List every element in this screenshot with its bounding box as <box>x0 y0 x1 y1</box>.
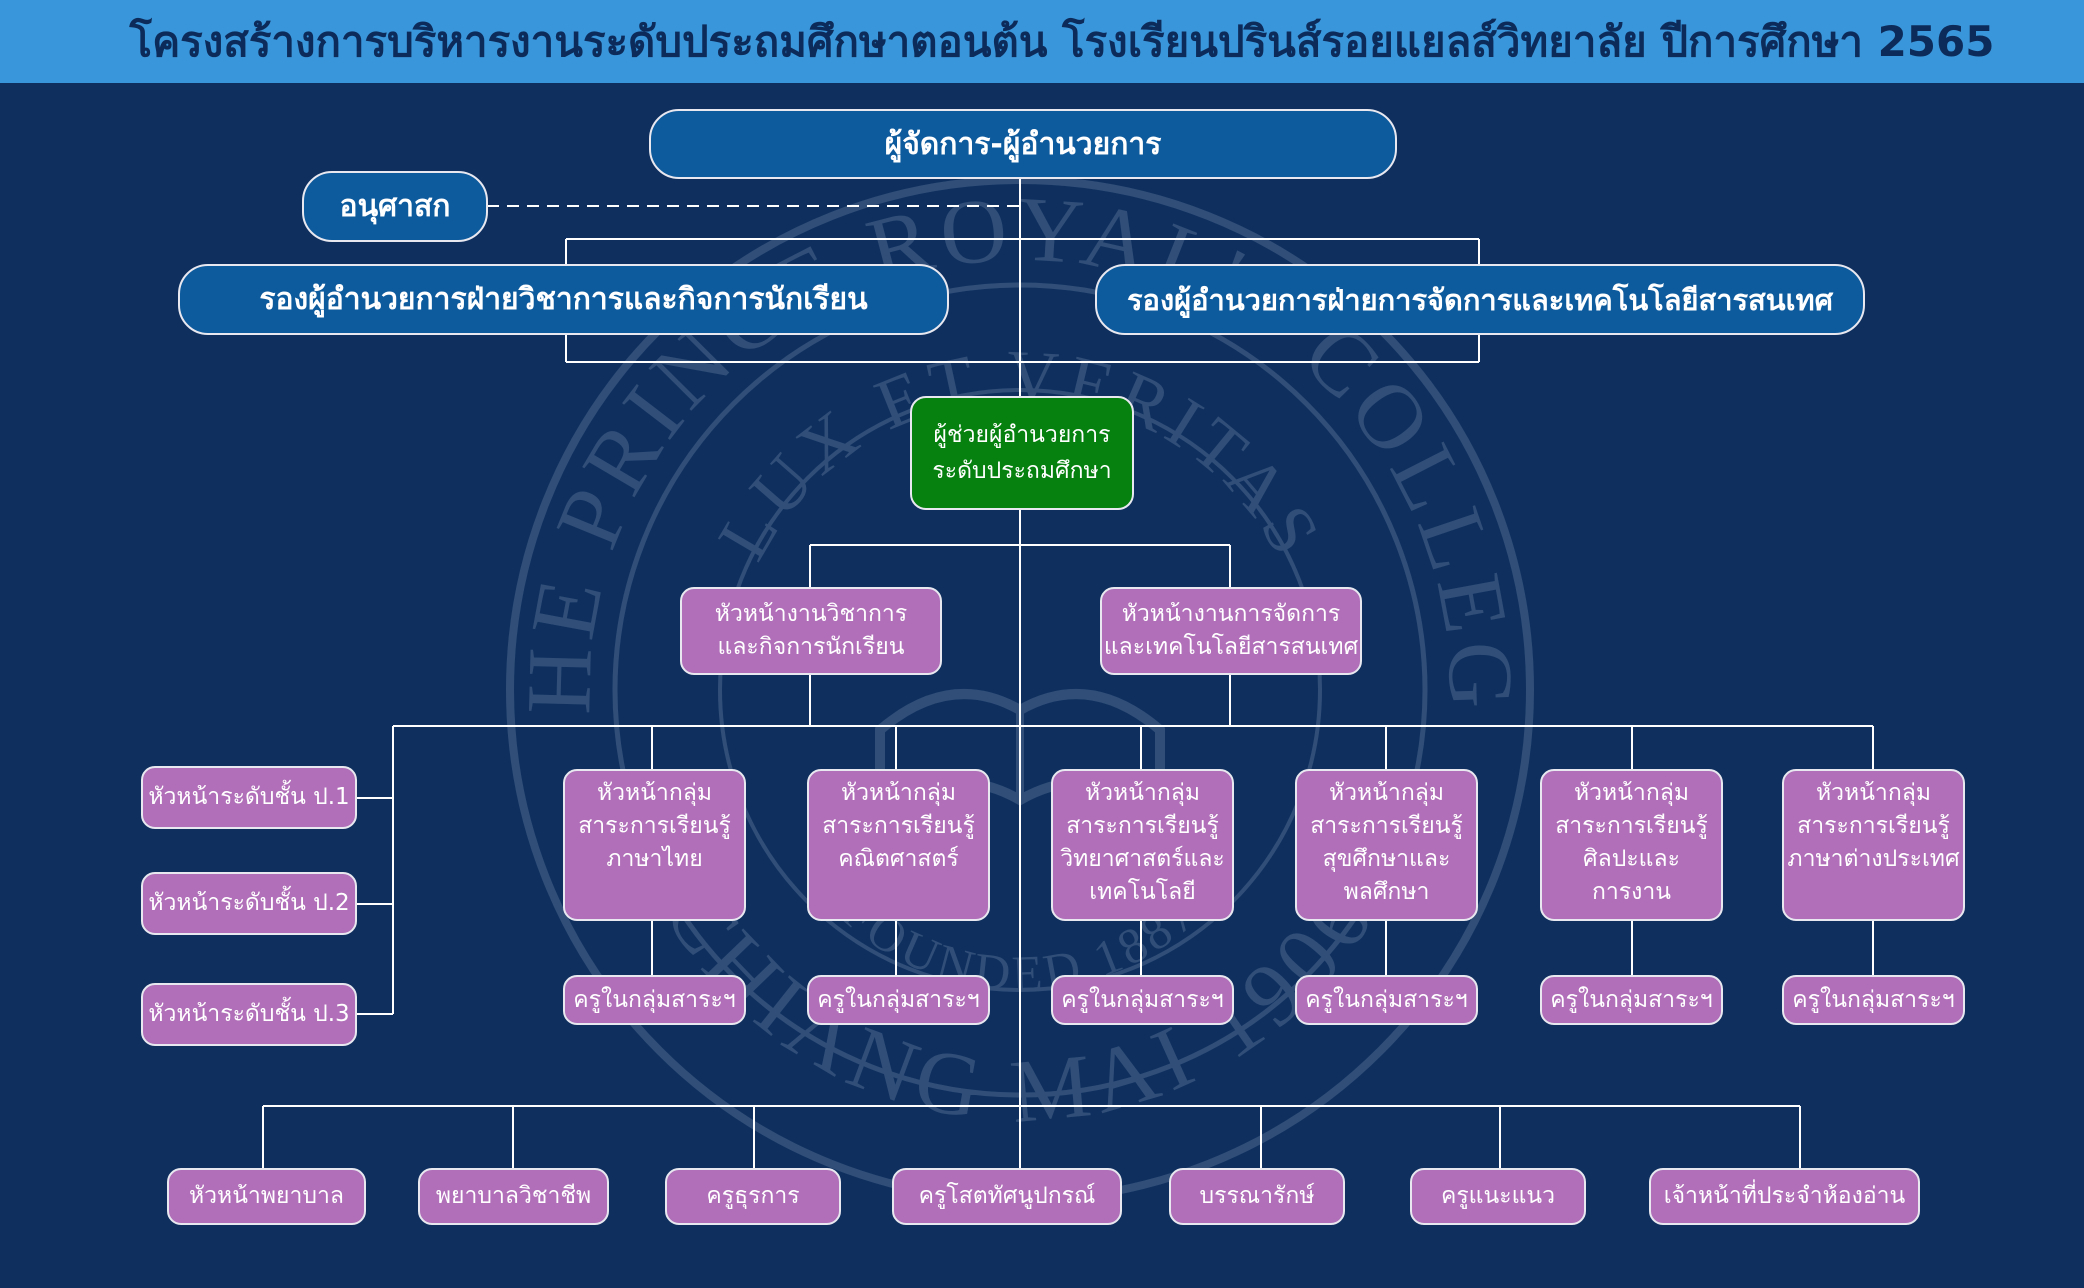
subject-group-line: หัวหน้ากลุ่ม <box>1084 780 1201 806</box>
support-staff-label: ครูธุรการ <box>706 1183 800 1209</box>
support-staff-label: ครูโสตทัศนูปกรณ์ <box>918 1183 1096 1209</box>
grade-head-p2-label: หัวหน้าระดับชั้น ป.2 <box>148 890 350 916</box>
head-management-line2: และเทคโนโลยีสารสนเทศ <box>1103 634 1359 660</box>
chaplain-label: อนุศาสก <box>339 189 451 224</box>
subject-group-line: สาระการเรียนรู้ <box>1555 813 1708 839</box>
support-admin-teacher-box[interactable]: ครูธุรการ <box>665 1168 841 1225</box>
subject-group-line: พลศึกษา <box>1343 879 1430 905</box>
subject-group-line: สุขศึกษาและ <box>1322 846 1451 872</box>
group-teachers-box[interactable]: ครูในกลุ่มสาระฯ <box>563 975 746 1025</box>
chaplain-box[interactable]: อนุศาสก <box>302 171 488 242</box>
grade-head-p1-label: หัวหน้าระดับชั้น ป.1 <box>148 784 350 810</box>
subject-group-line: สาระการเรียนรู้ <box>578 813 731 839</box>
head-academic-box[interactable]: หัวหน้างานวิชาการ และกิจการนักเรียน <box>680 587 942 675</box>
support-nurse-box[interactable]: พยาบาลวิชาชีพ <box>418 1168 609 1225</box>
subject-group-line: สาระการเรียนรู้ <box>1310 813 1463 839</box>
director-label: ผู้จัดการ-ผู้อำนวยการ <box>884 126 1162 162</box>
group-teachers-label: ครูในกลุ่มสาระฯ <box>573 986 736 1013</box>
grade-head-p3-box[interactable]: หัวหน้าระดับชั้น ป.3 <box>141 983 357 1046</box>
group-teachers-label: ครูในกลุ่มสาระฯ <box>1550 986 1713 1013</box>
group-teachers-label: ครูในกลุ่มสาระฯ <box>1792 986 1955 1013</box>
head-management-box[interactable]: หัวหน้างานการจัดการ และเทคโนโลยีสารสนเทศ <box>1100 587 1362 675</box>
support-head-nurse-box[interactable]: หัวหน้าพยาบาล <box>167 1168 366 1225</box>
grade-head-p1-box[interactable]: หัวหน้าระดับชั้น ป.1 <box>141 766 357 829</box>
deputy-academic-label: รองผู้อำนวยการฝ่ายวิชาการและกิจการนักเรี… <box>259 282 868 317</box>
subject-group-line: ศิลปะและ <box>1583 846 1680 872</box>
assistant-director-label-line2: ระดับประถมศึกษา <box>932 458 1112 484</box>
subject-group-line: ภาษาไทย <box>606 846 703 872</box>
subject-group-line: วิทยาศาสตร์และ <box>1060 846 1225 872</box>
grade-head-p3-label: หัวหน้าระดับชั้น ป.3 <box>148 1001 350 1027</box>
support-staff-label: หัวหน้าพยาบาล <box>188 1183 345 1209</box>
page-title: โครงสร้างการบริหารงานระดับประถมศึกษาตอนต… <box>129 16 1995 66</box>
title-bar: โครงสร้างการบริหารงานระดับประถมศึกษาตอนต… <box>0 0 2084 83</box>
deputy-academic-box[interactable]: รองผู้อำนวยการฝ่ายวิชาการและกิจการนักเรี… <box>178 264 949 335</box>
head-academic-line1: หัวหน้างานวิชาการ <box>714 601 908 627</box>
subject-group-line: เทคโนโลยี <box>1089 879 1196 905</box>
support-staff-label: บรรณารักษ์ <box>1199 1183 1315 1209</box>
subject-group-health-pe-box[interactable]: หัวหน้ากลุ่ม สาระการเรียนรู้ สุขศึกษาและ… <box>1295 769 1478 921</box>
group-teachers-box[interactable]: ครูในกลุ่มสาระฯ <box>807 975 990 1025</box>
head-management-line1: หัวหน้างานการจัดการ <box>1121 601 1341 627</box>
subject-group-line: หัวหน้ากลุ่ม <box>1815 780 1932 806</box>
support-librarian-box[interactable]: บรรณารักษ์ <box>1169 1168 1345 1225</box>
subject-group-foreign-lang-box[interactable]: หัวหน้ากลุ่ม สาระการเรียนรู้ ภาษาต่างประ… <box>1782 769 1965 921</box>
subject-group-math-box[interactable]: หัวหน้ากลุ่ม สาระการเรียนรู้ คณิตศาสตร์ <box>807 769 990 921</box>
support-reading-room-staff-box[interactable]: เจ้าหน้าที่ประจำห้องอ่าน <box>1649 1168 1920 1225</box>
subject-group-line: หัวหน้ากลุ่ม <box>596 780 713 806</box>
grade-head-p2-box[interactable]: หัวหน้าระดับชั้น ป.2 <box>141 872 357 935</box>
subject-group-line: สาระการเรียนรู้ <box>822 813 975 839</box>
deputy-management-box[interactable]: รองผู้อำนวยการฝ่ายการจัดการและเทคโนโลยีส… <box>1095 264 1865 335</box>
subject-group-line: การงาน <box>1591 879 1672 905</box>
support-staff-label: พยาบาลวิชาชีพ <box>435 1183 592 1209</box>
subject-group-line: หัวหน้ากลุ่ม <box>1573 780 1690 806</box>
subject-group-line: หัวหน้ากลุ่ม <box>840 780 957 806</box>
subject-group-line: สาระการเรียนรู้ <box>1797 813 1950 839</box>
subject-group-arts-box[interactable]: หัวหน้ากลุ่ม สาระการเรียนรู้ ศิลปะและ กา… <box>1540 769 1723 921</box>
support-staff-label: ครูแนะแนว <box>1440 1183 1556 1209</box>
support-staff-label: เจ้าหน้าที่ประจำห้องอ่าน <box>1663 1183 1906 1209</box>
subject-group-line: คณิตศาสตร์ <box>838 846 959 872</box>
subject-group-thai-box[interactable]: หัวหน้ากลุ่ม สาระการเรียนรู้ ภาษาไทย <box>563 769 746 921</box>
director-box[interactable]: ผู้จัดการ-ผู้อำนวยการ <box>649 109 1397 179</box>
group-teachers-box[interactable]: ครูในกลุ่มสาระฯ <box>1295 975 1478 1025</box>
group-teachers-label: ครูในกลุ่มสาระฯ <box>1061 986 1224 1013</box>
group-teachers-box[interactable]: ครูในกลุ่มสาระฯ <box>1782 975 1965 1025</box>
subject-group-line: ภาษาต่างประเทศ <box>1787 846 1960 872</box>
assistant-director-label-line1: ผู้ช่วยผู้อำนวยการ <box>933 422 1111 448</box>
head-academic-line2: และกิจการนักเรียน <box>717 634 905 660</box>
deputy-management-label: รองผู้อำนวยการฝ่ายการจัดการและเทคโนโลยีส… <box>1126 282 1834 317</box>
subject-group-line: สาระการเรียนรู้ <box>1066 813 1219 839</box>
group-teachers-label: ครูในกลุ่มสาระฯ <box>1305 986 1468 1013</box>
assistant-director-box[interactable]: ผู้ช่วยผู้อำนวยการ ระดับประถมศึกษา <box>910 396 1134 510</box>
subject-group-line: หัวหน้ากลุ่ม <box>1328 780 1445 806</box>
group-teachers-box[interactable]: ครูในกลุ่มสาระฯ <box>1051 975 1234 1025</box>
group-teachers-label: ครูในกลุ่มสาระฯ <box>817 986 980 1013</box>
support-counselor-box[interactable]: ครูแนะแนว <box>1410 1168 1586 1225</box>
subject-group-science-box[interactable]: หัวหน้ากลุ่ม สาระการเรียนรู้ วิทยาศาสตร์… <box>1051 769 1234 921</box>
group-teachers-box[interactable]: ครูในกลุ่มสาระฯ <box>1540 975 1723 1025</box>
support-av-teacher-box[interactable]: ครูโสตทัศนูปกรณ์ <box>892 1168 1122 1225</box>
